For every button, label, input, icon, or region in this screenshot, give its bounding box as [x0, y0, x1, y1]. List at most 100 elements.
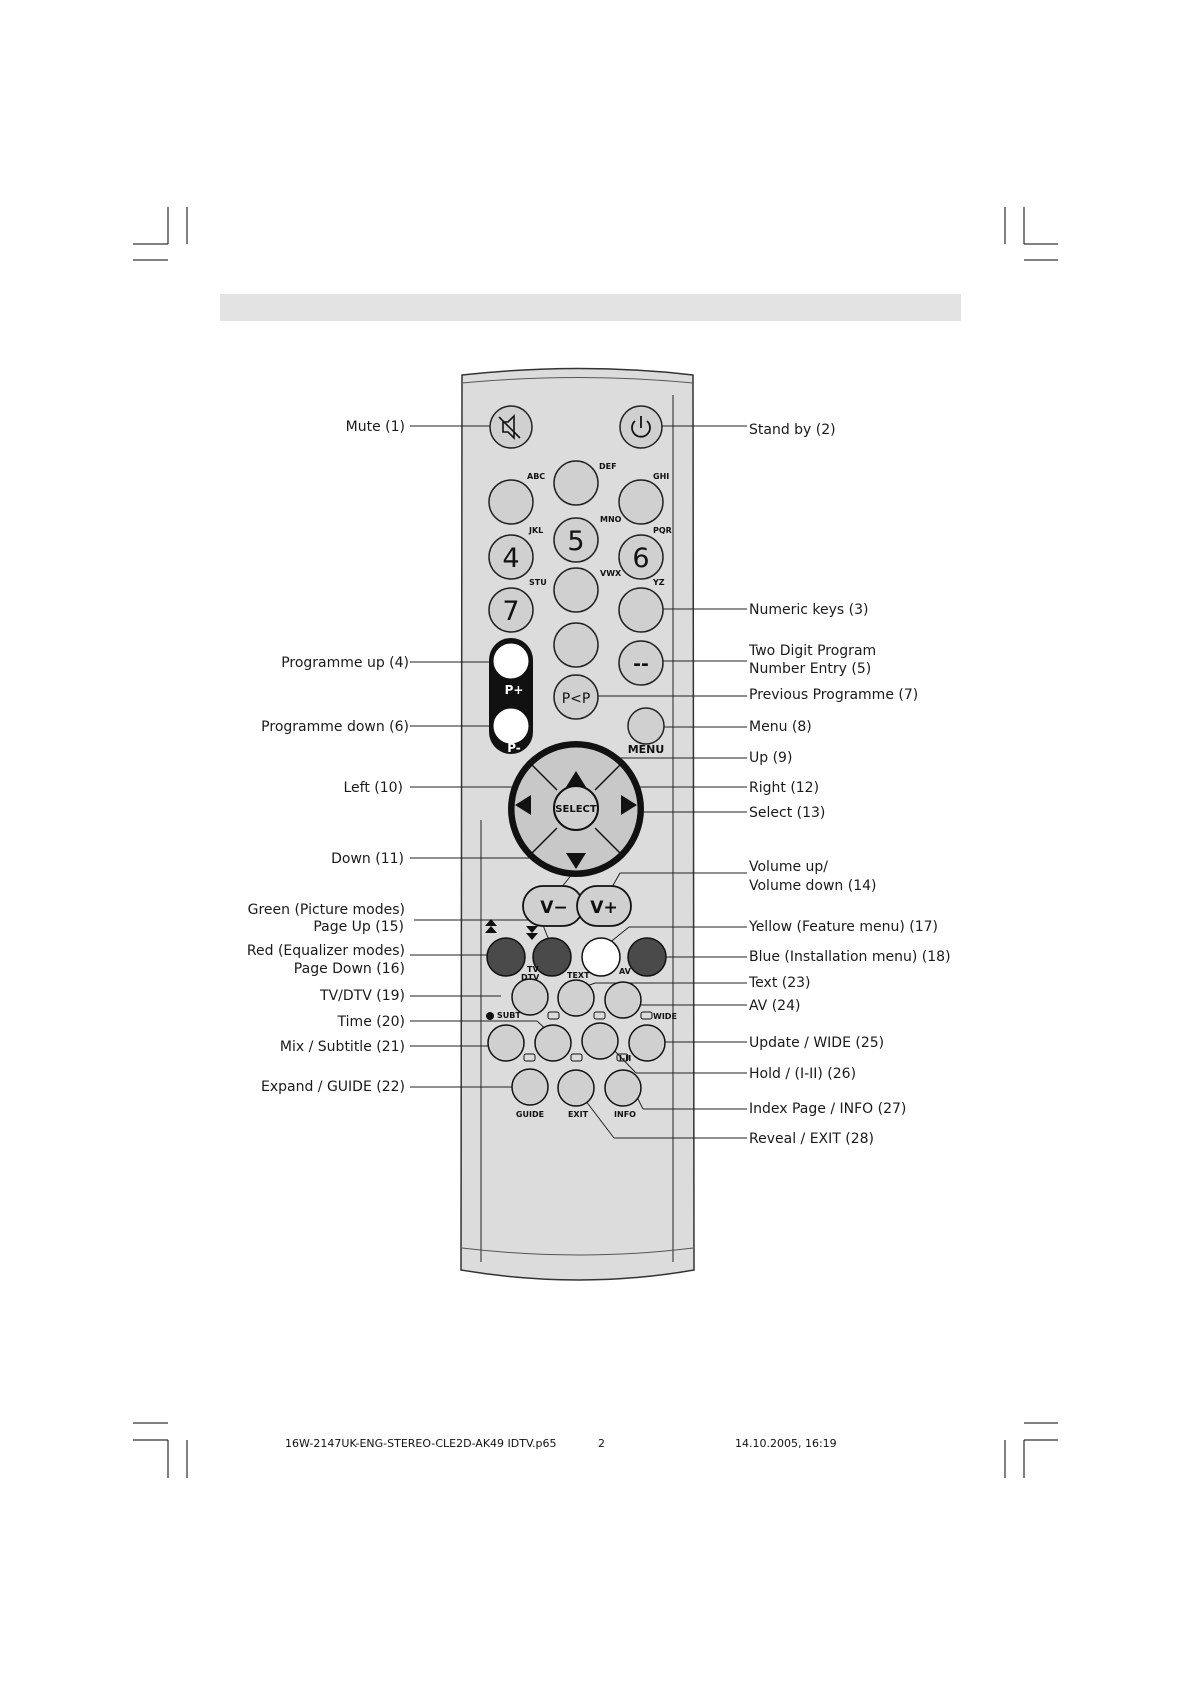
- mix-subtitle-button[interactable]: [487, 1024, 525, 1062]
- direction-pad: SELECT: [508, 741, 644, 877]
- right-callouts: Stand by (2) Numeric keys (3) Two Digit …: [748, 422, 951, 1147]
- key-letters-yz: YZ: [652, 578, 665, 587]
- hold-button[interactable]: [581, 1022, 619, 1060]
- select-label: SELECT: [555, 804, 597, 815]
- label-programme-down: Programme down (6): [261, 719, 409, 735]
- up-arrow-icon[interactable]: [566, 771, 586, 787]
- footer-file-start: 16W-2147UK-ENG-STEREO-CLE: [285, 1437, 457, 1450]
- programme-up-button[interactable]: [492, 642, 530, 680]
- text-button[interactable]: [557, 979, 595, 1017]
- key-8[interactable]: [553, 567, 599, 613]
- expand-icon: [523, 1053, 536, 1062]
- programme-capsule: P+ P-: [489, 638, 533, 755]
- info-label: INFO: [614, 1110, 636, 1119]
- standby-button[interactable]: [619, 405, 663, 449]
- key-6[interactable]: [618, 534, 664, 580]
- label-yellow: Yellow (Feature menu) (17): [748, 919, 938, 935]
- wide-label: WIDE: [653, 1012, 677, 1021]
- pp-label: P<P: [562, 691, 591, 707]
- reveal-icon: [570, 1053, 583, 1062]
- key-0[interactable]: [553, 622, 599, 668]
- tv-dtv-button[interactable]: [511, 978, 549, 1016]
- left-arrow-icon[interactable]: [515, 795, 531, 815]
- key-7[interactable]: [488, 587, 534, 633]
- green-button[interactable]: [532, 937, 572, 977]
- key-4[interactable]: [488, 534, 534, 580]
- expand-guide-button[interactable]: [511, 1068, 549, 1106]
- label-green-2: Page Up (15): [313, 919, 404, 935]
- key-letters-pqr: PQR: [653, 526, 672, 535]
- dtv-label: DTV: [521, 973, 540, 982]
- label-volume-1: Volume up/: [749, 859, 828, 875]
- label-blue: Blue (Installation menu) (18): [749, 949, 951, 965]
- key-9[interactable]: [618, 587, 664, 633]
- key-5-digit: 5: [567, 526, 584, 557]
- label-two-digit-1: Two Digit Program: [748, 643, 876, 659]
- key-letters-mno: MNO: [600, 515, 622, 524]
- reveal-exit-button[interactable]: [557, 1069, 595, 1107]
- mute-button[interactable]: [489, 405, 533, 449]
- label-red-2: Page Down (16): [294, 961, 405, 977]
- footer-filename: 16W-2147UK-ENG-STEREO-CLE2D-AK49 IDTV.p6…: [285, 1437, 557, 1450]
- select-button[interactable]: [553, 785, 599, 831]
- label-update-wide: Update / WIDE (25): [749, 1035, 884, 1051]
- key-5[interactable]: [553, 517, 599, 563]
- key-1[interactable]: [488, 479, 534, 525]
- label-down: Down (11): [331, 851, 404, 867]
- page-down-icon: [526, 926, 538, 940]
- power-icon: [631, 416, 651, 438]
- label-right: Right (12): [749, 780, 819, 796]
- p-plus-label: P+: [505, 683, 524, 697]
- page-up-icon: [485, 919, 497, 933]
- label-two-digit-2: Number Entry (5): [749, 661, 871, 677]
- down-arrow-icon[interactable]: [566, 853, 586, 869]
- label-red-1: Red (Equalizer modes): [247, 943, 405, 959]
- key-3[interactable]: [618, 479, 664, 525]
- av-label: AV: [619, 967, 632, 976]
- text-label: TEXT: [567, 971, 590, 980]
- footer-page-number: 2: [456, 1437, 464, 1450]
- index-icon: [616, 1053, 629, 1062]
- label-mute: Mute (1): [346, 419, 405, 435]
- label-select: Select (13): [749, 805, 825, 821]
- index-info-button[interactable]: [604, 1069, 642, 1107]
- label-left: Left (10): [343, 780, 403, 796]
- v-minus-label: V−: [540, 898, 567, 918]
- label-programme-up: Programme up (4): [281, 655, 409, 671]
- remote-bottom-edge: [461, 1247, 694, 1256]
- v-plus-label: V+: [590, 898, 617, 918]
- av-button[interactable]: [604, 981, 642, 1019]
- two-digit-symbol: --: [633, 653, 649, 675]
- previous-programme-button[interactable]: [553, 674, 599, 720]
- update-icon: [640, 1011, 653, 1020]
- key-6-digit: 6: [632, 543, 649, 574]
- two-digit-button[interactable]: [618, 640, 664, 686]
- menu-button[interactable]: [627, 707, 665, 745]
- left-callouts: Mute (1) Programme up (4) Programme down…: [247, 419, 409, 1095]
- i-ii-label: I-II: [619, 1054, 631, 1063]
- label-text: Text (23): [748, 975, 811, 991]
- yellow-button[interactable]: [581, 937, 621, 977]
- programme-down-button[interactable]: [492, 707, 530, 745]
- p-minus-label: P-: [507, 741, 521, 755]
- time-button[interactable]: [534, 1024, 572, 1062]
- footer-file-end: D-AK49 IDTV.p65: [463, 1437, 557, 1450]
- exit-label: EXIT: [568, 1110, 589, 1119]
- right-arrow-icon[interactable]: [621, 795, 637, 815]
- volume-up-button[interactable]: [576, 885, 632, 927]
- label-standby: Stand by (2): [749, 422, 836, 438]
- label-numeric-keys: Numeric keys (3): [749, 602, 868, 618]
- section-header-band: [220, 294, 961, 321]
- remote-top-edge: [461, 377, 694, 384]
- update-wide-button[interactable]: [628, 1024, 666, 1062]
- blue-button[interactable]: [627, 937, 667, 977]
- label-tv-dtv: TV/DTV (19): [319, 988, 405, 1004]
- key-letters-jkl: JKL: [528, 526, 543, 535]
- label-green-1: Green (Picture modes): [248, 902, 405, 918]
- key-letters-abc: ABC: [527, 472, 545, 481]
- red-button[interactable]: [486, 937, 526, 977]
- key-2[interactable]: [553, 460, 599, 506]
- crop-marks: [133, 207, 1058, 1478]
